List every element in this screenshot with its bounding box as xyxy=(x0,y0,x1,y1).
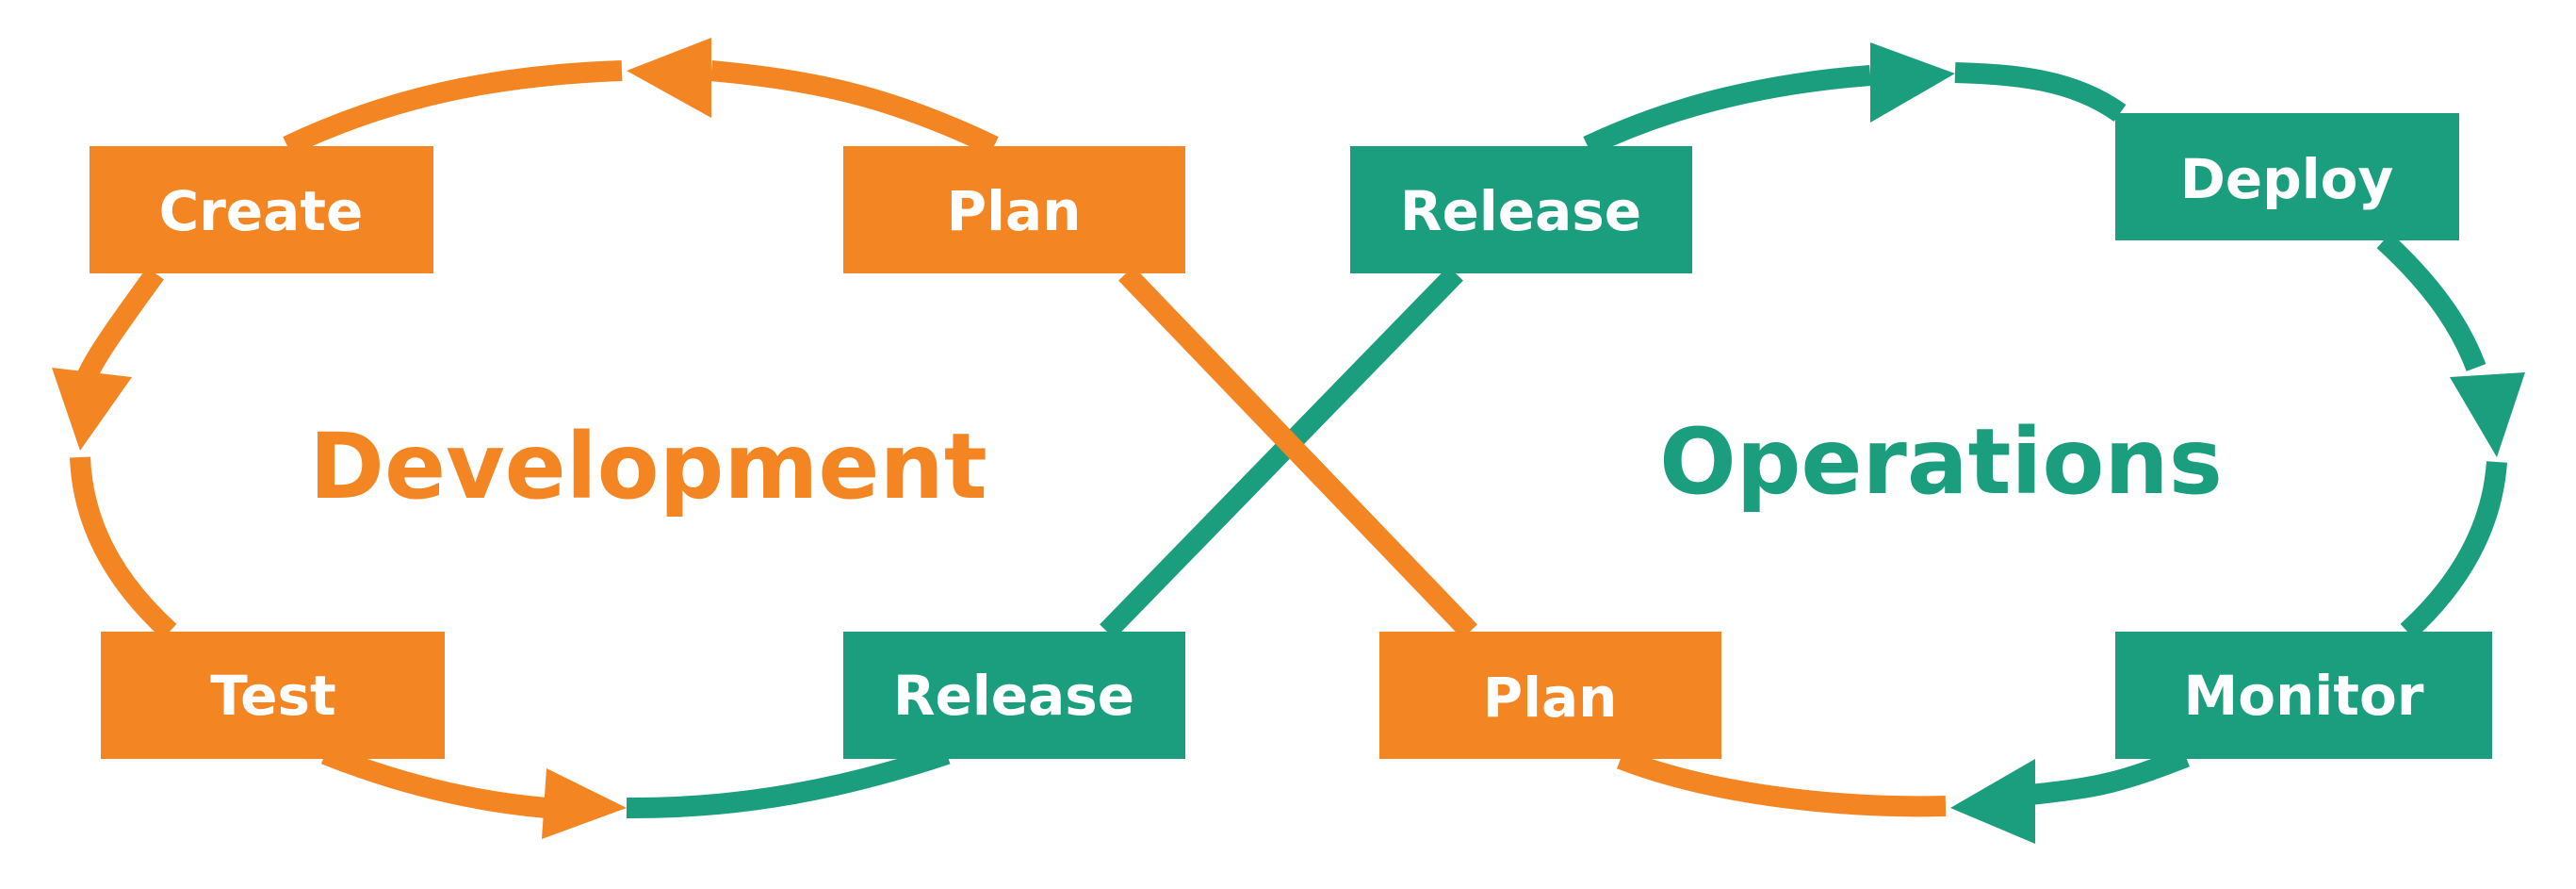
label-plan-bottom: Plan xyxy=(1483,666,1618,730)
box-release-bottom-bg xyxy=(843,632,1185,759)
box-plan-bottom: Plan xyxy=(1379,632,1721,759)
arrowhead-to-deploy xyxy=(1870,42,1955,123)
box-release-top: Release xyxy=(1350,146,1692,273)
arrowhead-to-create xyxy=(627,38,711,118)
box-test: Test xyxy=(101,632,445,759)
box-test-bg xyxy=(101,632,445,759)
arrowheads xyxy=(52,38,2525,844)
connector-monitor-to-plan-tail xyxy=(1617,749,1947,817)
connector-create-to-test-tail xyxy=(70,456,177,640)
connector-deploy-to-monitor xyxy=(2376,232,2486,371)
box-release-top-bg xyxy=(1350,146,1692,273)
arrowhead-to-release-bottom xyxy=(542,768,627,839)
connector-test-to-release-tail xyxy=(626,744,951,819)
label-monitor: Monitor xyxy=(2184,664,2424,728)
label-release-bottom: Release xyxy=(893,664,1134,728)
box-create: Create xyxy=(90,146,433,273)
label-release-top: Release xyxy=(1400,179,1641,243)
box-plan-bottom-bg xyxy=(1379,632,1721,759)
box-create-bg xyxy=(90,146,433,273)
label-create: Create xyxy=(159,179,364,243)
connector-cross-orange xyxy=(1118,266,1477,639)
arrowhead-to-plan-bottom xyxy=(1950,759,2035,844)
connector-test-to-release xyxy=(320,744,547,818)
connector-release-to-deploy-tail xyxy=(1954,62,2127,123)
label-deploy: Deploy xyxy=(2180,147,2394,211)
label-plan-top: Plan xyxy=(947,179,1082,243)
arrowhead-to-test xyxy=(52,368,132,451)
connector-release-to-deploy xyxy=(1583,65,1871,156)
connector-plan-to-create xyxy=(709,60,999,156)
connector-plan-to-create-tail xyxy=(283,60,623,156)
connector-monitor-to-plan xyxy=(2029,747,2190,805)
connector-cross-teal xyxy=(1100,266,1463,639)
box-monitor-bg xyxy=(2115,632,2492,759)
connector-create-to-test xyxy=(76,267,164,382)
section-label-development: Development xyxy=(309,414,986,519)
box-deploy-bg xyxy=(2115,113,2459,240)
label-test: Test xyxy=(210,664,335,728)
connectors xyxy=(70,60,2507,819)
connector-deploy-to-monitor-tail xyxy=(2400,461,2507,640)
section-label-operations: Operations xyxy=(1659,409,2223,515)
arrowhead-to-monitor xyxy=(2450,372,2525,457)
box-monitor: Monitor xyxy=(2115,632,2492,759)
box-deploy: Deploy xyxy=(2115,113,2459,240)
box-release-bottom: Release xyxy=(843,632,1185,759)
box-plan-top: Plan xyxy=(843,146,1185,273)
box-plan-top-bg xyxy=(843,146,1185,273)
